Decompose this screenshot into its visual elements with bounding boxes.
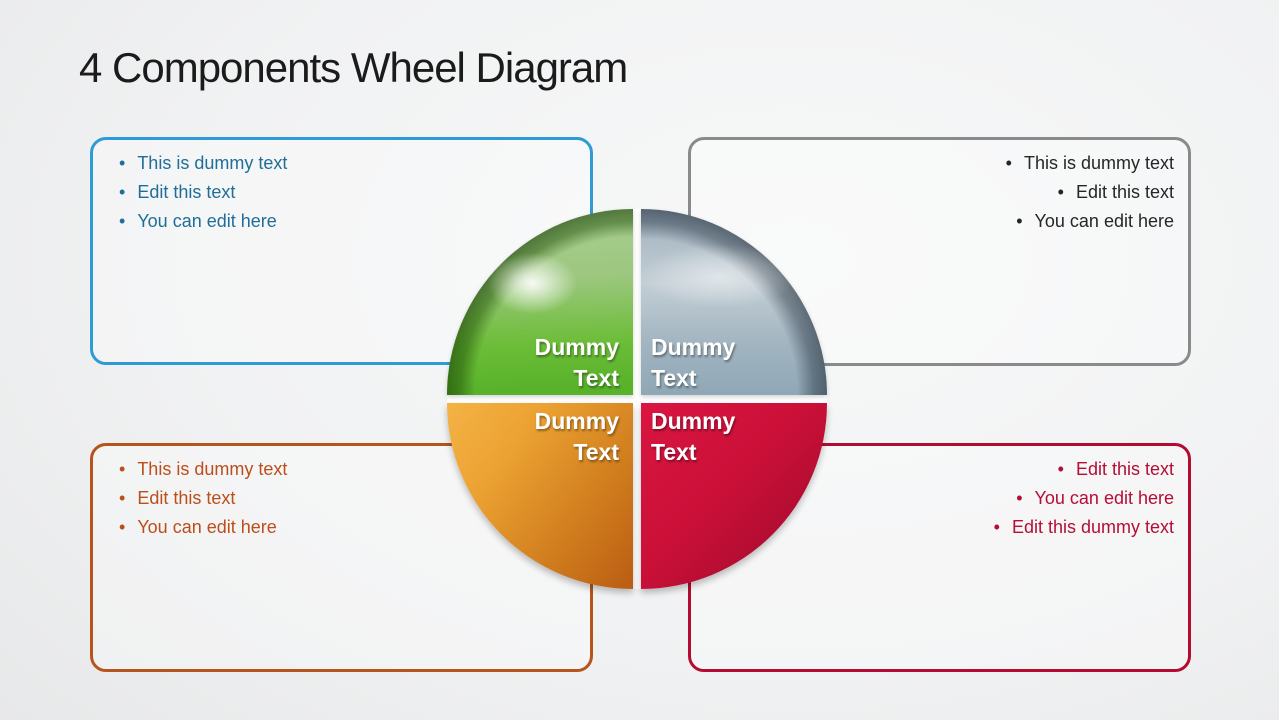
quadrant-label: Dummy Text (651, 408, 736, 465)
bullet-icon: • (1057, 459, 1064, 479)
list-item-text: This is dummy text (137, 459, 288, 479)
bullet-icon: • (1016, 488, 1023, 508)
wheel-gap-horizontal (447, 395, 827, 403)
list-item-text: Edit this dummy text (1011, 517, 1174, 537)
list-item: • Edit this text (107, 484, 576, 513)
wheel-quadrant-red[interactable]: Dummy Text (641, 403, 827, 589)
list-item: • You can edit here (705, 484, 1174, 513)
bullet-icon: • (119, 517, 126, 537)
bullet-icon: • (119, 182, 126, 202)
list-item: • Edit this dummy text (705, 513, 1174, 542)
list-item: • This is dummy text (705, 149, 1174, 178)
list-item-text: You can edit here (1034, 488, 1174, 508)
list-item-text: Edit this text (1075, 182, 1174, 202)
list-item: • You can edit here (107, 207, 576, 236)
list-item-text: Edit this text (1075, 459, 1174, 479)
bullet-icon: • (119, 459, 126, 479)
bullet-icon: • (1016, 211, 1023, 231)
quadrant-label: Dummy Text (534, 408, 619, 465)
textbox-top-left[interactable]: • This is dummy text • Edit this text • … (90, 137, 593, 365)
bullet-icon: • (1005, 153, 1012, 173)
bullet-icon: • (119, 488, 126, 508)
list-item: • Edit this text (705, 178, 1174, 207)
list-item: • This is dummy text (107, 455, 576, 484)
list-item-text: This is dummy text (137, 153, 288, 173)
list-item-text: Edit this text (137, 182, 236, 202)
list-item-text: You can edit here (1034, 211, 1174, 231)
bullet-icon: • (993, 517, 1000, 537)
list-item-text: You can edit here (137, 517, 277, 537)
wheel-diagram: Dummy Text Dummy Text Dummy Text Dummy T… (447, 209, 827, 589)
bullet-icon: • (119, 153, 126, 173)
list-item: • Edit this text (107, 178, 576, 207)
wheel-quadrant-green[interactable]: Dummy Text (447, 209, 633, 395)
slide-title: 4 Components Wheel Diagram (79, 44, 628, 91)
list-item: • Edit this text (705, 455, 1174, 484)
list-item-text: You can edit here (137, 211, 277, 231)
wheel-quadrant-blue[interactable]: Dummy Text (641, 209, 827, 395)
quadrant-label: Dummy Text (651, 334, 736, 391)
wheel-quadrant-orange[interactable]: Dummy Text (447, 403, 633, 589)
quadrant-label: Dummy Text (534, 334, 619, 391)
list-item-text: Edit this text (137, 488, 236, 508)
list-item: • You can edit here (705, 207, 1174, 236)
list-item: • You can edit here (107, 513, 576, 542)
bullet-icon: • (119, 211, 126, 231)
bullet-icon: • (1057, 182, 1064, 202)
list-item: • This is dummy text (107, 149, 576, 178)
list-item-text: This is dummy text (1023, 153, 1174, 173)
